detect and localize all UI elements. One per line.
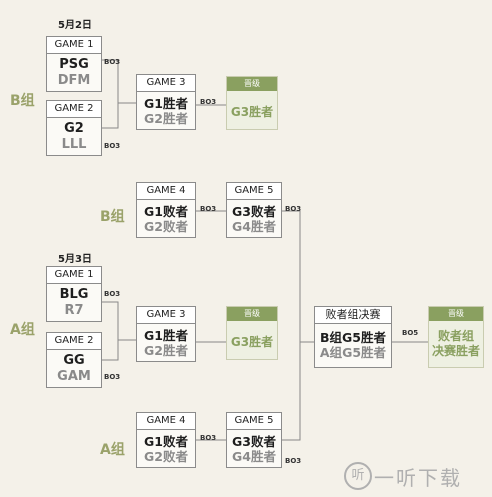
a-game4-header: GAME 4 (137, 413, 195, 430)
losers-final-team1: B组G5胜者 (320, 330, 386, 345)
a-game3-header: GAME 3 (137, 307, 195, 324)
b-advance-text: G3胜者 (230, 105, 274, 119)
group-label-b-left: B组 (10, 93, 35, 109)
date-may3: 5月3日 (58, 254, 92, 265)
final-advance-text2: 决赛胜者 (431, 344, 480, 358)
group-label-a-right: A组 (100, 442, 125, 458)
a-game2-header: GAME 2 (47, 333, 101, 350)
a-game1-team1: BLG (59, 287, 89, 302)
b-game1-bo: BO3 (104, 58, 121, 66)
b-game1-header: GAME 1 (47, 37, 101, 54)
final-advance-box: 晋级 败者组 决赛胜者 (428, 306, 484, 368)
b-advance-header: 晋级 (227, 77, 277, 91)
a-game1-team2: R7 (64, 303, 84, 318)
final-advance-header: 晋级 (429, 307, 483, 321)
final-advance-text1: 败者组 (437, 329, 474, 343)
b-game3-team1: G1胜者 (144, 96, 188, 111)
b-game5-box: GAME 5 G3败者 G4胜者 (226, 182, 282, 238)
b-game2-header: GAME 2 (47, 101, 101, 118)
b-game3-header: GAME 3 (137, 75, 195, 92)
losers-final-team2: A组G5胜者 (319, 345, 387, 360)
line-b-g1-g3 (100, 59, 136, 104)
a-game5-bo: BO3 (285, 457, 302, 465)
a-game1-header: GAME 1 (47, 267, 101, 284)
final-bo: BO5 (402, 329, 419, 337)
a-game3-box: GAME 3 G1胜者 G2胜者 (136, 306, 196, 362)
a-game4-team1: G1败者 (144, 434, 188, 449)
line-a-g5-final (282, 342, 301, 441)
a-game3-team2: G2胜者 (144, 343, 188, 358)
b-game1-team1: PSG (59, 57, 89, 72)
b-game5-bo: BO3 (285, 205, 302, 213)
group-label-b-right: B组 (100, 209, 125, 225)
a-game3-team1: G1胜者 (144, 328, 188, 343)
b-game3-team2: G2胜者 (144, 111, 188, 126)
a-game4-bo: BO3 (200, 434, 217, 442)
watermark-logo-icon: 听 (344, 462, 372, 490)
b-game4-header: GAME 4 (137, 183, 195, 200)
b-game3-box: GAME 3 G1胜者 G2胜者 (136, 74, 196, 130)
a-game4-box: GAME 4 G1败者 G2败者 (136, 412, 196, 468)
a-game2-bo: BO3 (104, 373, 121, 381)
watermark-text: 一听下载 (374, 466, 462, 490)
a-game5-box: GAME 5 G3败者 G4胜者 (226, 412, 282, 468)
a-game5-team2: G4胜者 (232, 449, 276, 464)
line-a-g2-g3 (100, 340, 119, 361)
b-game4-team1: G1败者 (144, 204, 188, 219)
a-game1-box: GAME 1 BLG R7 (46, 266, 102, 322)
b-game1-team2: DFM (57, 73, 91, 88)
b-game2-box: GAME 2 G2 LLL (46, 100, 102, 156)
a-game4-team2: G2败者 (144, 449, 188, 464)
a-advance-text: G3胜者 (230, 335, 274, 349)
b-game4-bo: BO3 (200, 205, 217, 213)
a-game5-header: GAME 5 (227, 413, 281, 430)
b-game5-team1: G3败者 (232, 204, 276, 219)
a-game1-bo: BO3 (104, 290, 121, 298)
date-may2: 5月2日 (58, 20, 92, 31)
b-game5-team2: G4胜者 (232, 219, 276, 234)
a-game2-box: GAME 2 GG GAM (46, 332, 102, 388)
losers-final-header: 败者组决赛 (315, 307, 391, 324)
line-b-g2-g3 (100, 103, 119, 129)
a-game5-team1: G3败者 (232, 434, 276, 449)
b-game2-bo: BO3 (104, 142, 121, 150)
b-advance-box: 晋级 G3胜者 (226, 76, 278, 130)
b-game2-team2: LLL (61, 137, 87, 152)
a-game2-team1: GG (63, 353, 85, 368)
b-game4-team2: G2败者 (144, 219, 188, 234)
a-game2-team2: GAM (57, 369, 91, 384)
line-a-g1-g3 (100, 301, 136, 341)
b-game3-bo: BO3 (200, 98, 217, 106)
losers-final-box: 败者组决赛 B组G5胜者 A组G5胜者 (314, 306, 392, 368)
a-advance-header: 晋级 (227, 307, 277, 321)
group-label-a-left: A组 (10, 322, 35, 338)
b-game4-box: GAME 4 G1败者 G2败者 (136, 182, 196, 238)
b-game2-team1: G2 (64, 121, 84, 136)
a-advance-box: 晋级 G3胜者 (226, 306, 278, 360)
line-b-g5-final (282, 210, 314, 343)
b-game5-header: GAME 5 (227, 183, 281, 200)
b-game1-box: GAME 1 PSG DFM (46, 36, 102, 92)
